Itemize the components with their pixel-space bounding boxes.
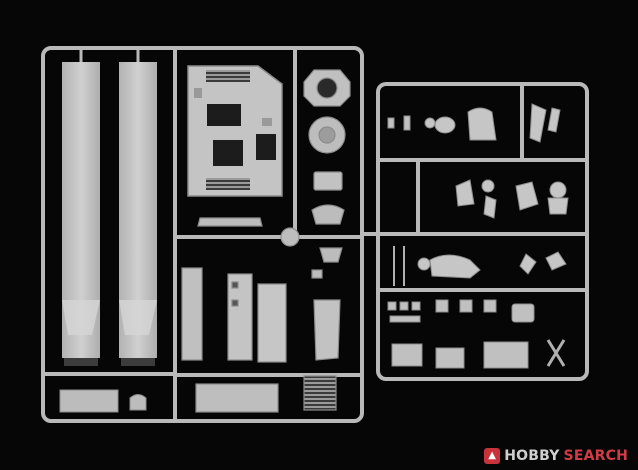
track-strips [62, 48, 157, 366]
small-parts [387, 115, 566, 369]
hull-plate [187, 65, 283, 197]
watermark-suffix: SEARCH [563, 448, 628, 464]
bottom-left-parts [59, 389, 147, 413]
lower-middle-parts [181, 217, 341, 413]
bag-icon: ▲ [484, 448, 501, 464]
hobbysearch-watermark: ▲ HOBBY SEARCH [484, 448, 628, 464]
turret-ring-parts [280, 69, 351, 279]
right-sprue [362, 82, 589, 381]
right-sprue-frame [376, 82, 589, 381]
watermark-brand: HOBBY [504, 448, 560, 464]
crew-figures [417, 103, 569, 279]
